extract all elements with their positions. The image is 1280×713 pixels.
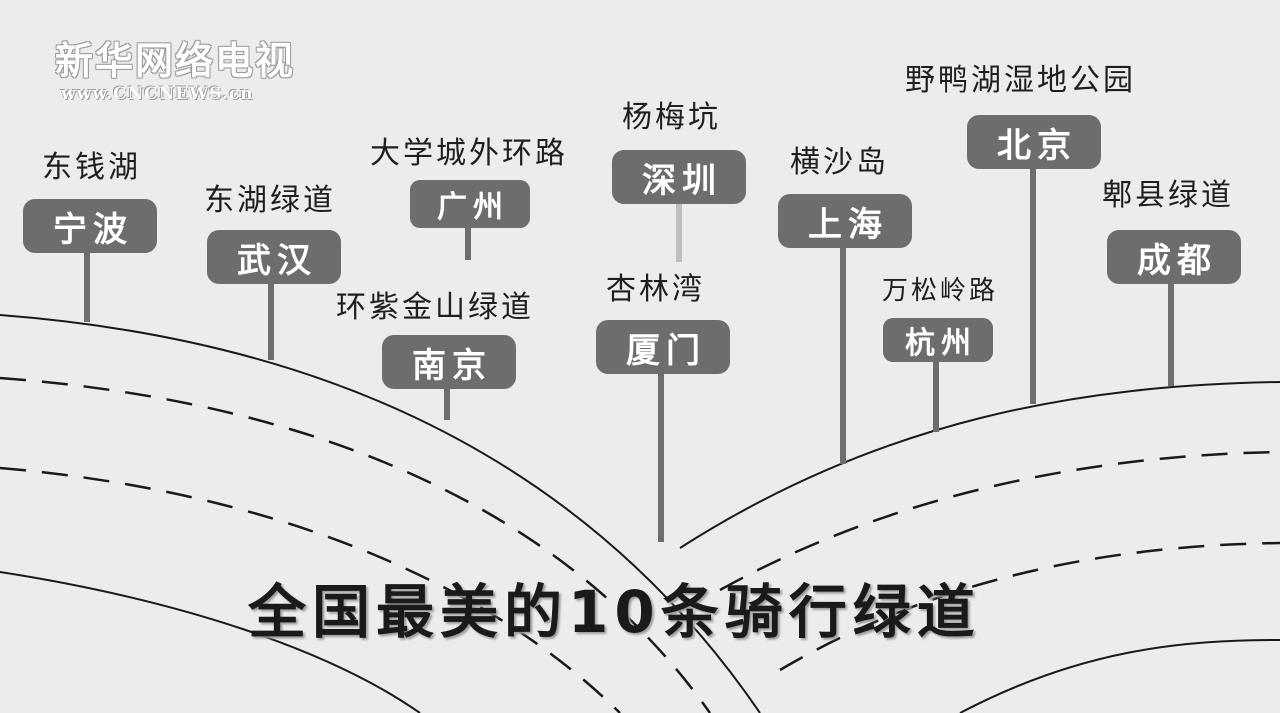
city-sign-ningbo: 宁波: [23, 199, 157, 253]
city-sign-hangzhou: 杭州: [883, 318, 993, 362]
city-sign-guangzhou: 广州: [410, 180, 530, 228]
city-sign-beijing: 北京: [967, 115, 1101, 169]
place-label-shenzhen: 杨梅坑: [622, 100, 721, 135]
place-label-chengdu: 郫县绿道: [1102, 178, 1234, 213]
place-label-ningbo: 东钱湖: [42, 150, 141, 185]
signpost-pole-wuhan: [268, 280, 274, 360]
signpost-pole-shenzhen: [676, 202, 682, 262]
city-sign-chengdu: 成都: [1107, 230, 1241, 284]
signpost-pole-guangzhou: [465, 224, 471, 260]
signpost-pole-beijing: [1030, 166, 1036, 404]
place-label-nanjing: 环紫金山绿道: [336, 290, 534, 325]
signpost-pole-xiamen: [658, 370, 664, 542]
signpost-pole-ningbo: [84, 250, 90, 322]
city-sign-wuhan: 武汉: [207, 230, 341, 284]
signpost-pole-nanjing: [444, 385, 450, 420]
signpost-pole-hangzhou: [933, 360, 939, 432]
watermark-url: www.CNCNEWS.cn: [61, 84, 254, 104]
city-sign-xiamen: 厦门: [596, 320, 730, 374]
watermark-logo: 新华网络电视 www.CNCNEWS.cn: [55, 38, 335, 104]
watermark-title: 新华网络电视: [55, 38, 296, 83]
place-label-beijing: 野鸭湖湿地公园: [905, 63, 1136, 98]
signpost-pole-chengdu: [1168, 282, 1174, 386]
place-label-wuhan: 东湖绿道: [204, 183, 336, 218]
city-sign-nanjing: 南京: [382, 335, 516, 389]
city-sign-shanghai: 上海: [778, 194, 912, 248]
signpost-pole-shanghai: [840, 246, 846, 464]
city-sign-shenzhen: 深圳: [612, 150, 746, 204]
place-label-hangzhou: 万松岭路: [882, 276, 999, 306]
headline-title: 全国最美的10条骑行绿道: [248, 578, 981, 646]
place-label-xiamen: 杏林湾: [606, 272, 705, 307]
place-label-guangzhou: 大学城外环路: [370, 136, 568, 171]
place-label-shanghai: 横沙岛: [790, 145, 889, 180]
